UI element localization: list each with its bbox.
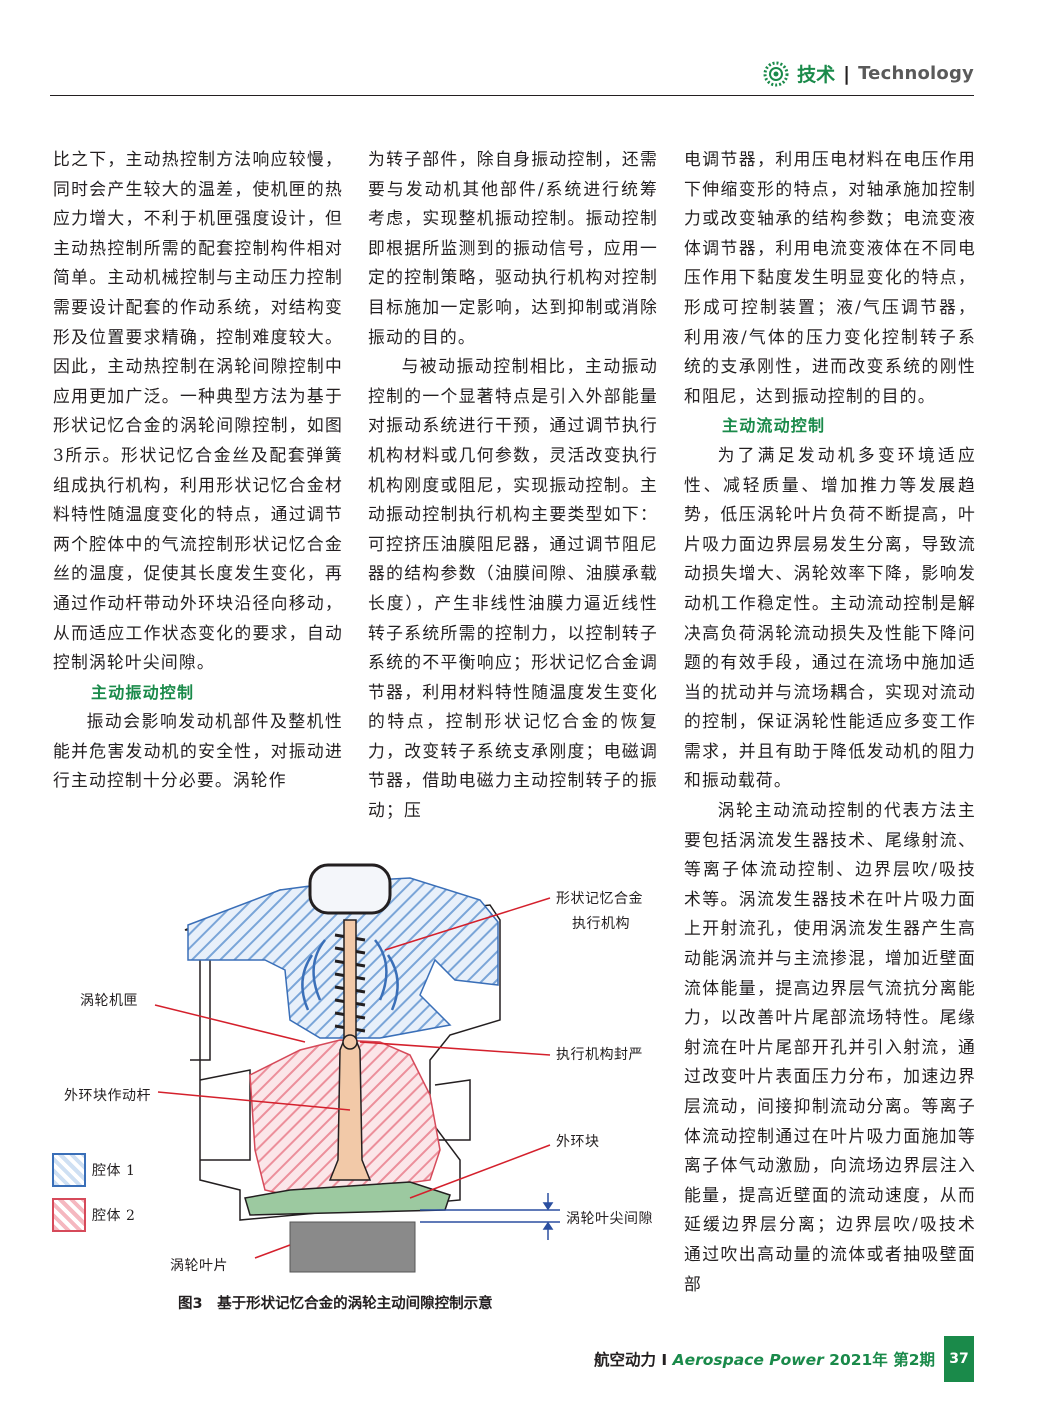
page-header: 技术 | Technology bbox=[0, 0, 1045, 100]
tip-clearance-marker bbox=[420, 1193, 560, 1240]
outer-ring-rod bbox=[328, 919, 372, 1181]
leader-lines bbox=[154, 897, 551, 1259]
header-rule bbox=[50, 95, 974, 96]
label-turbine-blade: 涡轮叶片 bbox=[170, 1258, 228, 1274]
page-footer: 航空动力 I Aerospace Power 2021年 第2期 bbox=[0, 1340, 1045, 1403]
page-number: 37 bbox=[944, 1336, 974, 1382]
footer-separator: I bbox=[661, 1351, 668, 1369]
label-tip-clearance: 涡轮叶尖间隙 bbox=[566, 1211, 653, 1227]
section-heading-vibration: 主动振动控制 bbox=[91, 682, 195, 702]
paragraph: 与被动振动控制相比，主动振动控制的一个显著特点是引入外部能量对振动系统进行干预，… bbox=[368, 356, 658, 821]
label-cavity-2: 腔体 2 bbox=[92, 1208, 136, 1224]
paragraph: 涡轮主动流动控制的代表方法主要包括涡流发生器技术、尾缘射流、等离子体流动控制、边… bbox=[684, 800, 976, 1294]
figure-caption: 图3 基于形状记忆合金的涡轮主动间隙控制示意 bbox=[178, 1296, 493, 1312]
legend-cavity-2-swatch bbox=[52, 1198, 86, 1232]
journal-name-cn: 航空动力 bbox=[593, 1351, 656, 1369]
sma-clearance-diagram bbox=[154, 863, 560, 1273]
flow-arrows bbox=[301, 939, 399, 1011]
label-sma-actuator-2: 执行机构 bbox=[572, 916, 630, 932]
sma-actuator-housing bbox=[308, 863, 392, 915]
paragraph: 为了满足发动机多变环境适应性、减轻质量、增加推力等发展趋势，低压涡轮叶片负荷不断… bbox=[684, 444, 976, 791]
paragraph: 电调节器，利用压电材料在电压作用下伸缩变形的特点，对轴承施加控制力或改变轴承的结… bbox=[684, 149, 976, 406]
legend-cavity-1-swatch bbox=[52, 1153, 86, 1187]
label-actuator-seal: 执行机构封严 bbox=[556, 1047, 643, 1063]
label-turbine-case: 涡轮机匣 bbox=[80, 993, 138, 1009]
journal-issue: 2021年 第2期 bbox=[829, 1351, 935, 1369]
turbine-blade bbox=[289, 1221, 416, 1273]
section-brand: 技术 | Technology bbox=[763, 60, 974, 87]
figure-3: 形状记忆合金 执行机构 涡轮机匣 执行机构封严 外环块作动杆 外环块 腔体 1 … bbox=[50, 860, 670, 1280]
section-heading-flow: 主动流动控制 bbox=[722, 416, 826, 436]
label-outer-ring-rod: 外环块作动杆 bbox=[64, 1088, 151, 1104]
sunburst-logo-icon bbox=[763, 61, 789, 86]
outer-ring-block bbox=[244, 1181, 451, 1216]
text-column-1: 比之下，主动热控制方法响应较慢，同时会产生较大的温差，使机匣的热应力增大，不利于… bbox=[53, 145, 343, 796]
label-cavity-1: 腔体 1 bbox=[92, 1163, 136, 1179]
paragraph: 振动会影响发动机部件及整机性能并危害发动机的安全性，对振动进行主动控制十分必要。… bbox=[53, 711, 343, 791]
actuator-seal bbox=[342, 1034, 358, 1050]
text-column-3: 电调节器，利用压电材料在电压作用下伸缩变形的特点，对轴承施加控制力或改变轴承的结… bbox=[684, 145, 976, 1299]
footer-journal: 航空动力 I Aerospace Power 2021年 第2期 bbox=[594, 1348, 935, 1370]
header-separator: | bbox=[843, 62, 851, 85]
label-outer-ring-block: 外环块 bbox=[556, 1134, 600, 1150]
label-sma-actuator-1: 形状记忆合金 bbox=[556, 891, 643, 907]
paragraph: 为转子部件，除自身振动控制，还需要与发动机其他部件/系统进行统筹考虑，实现整机振… bbox=[368, 149, 658, 347]
section-title-cn: 技术 bbox=[797, 64, 836, 86]
text-column-2: 为转子部件，除自身振动控制，还需要与发动机其他部件/系统进行统筹考虑，实现整机振… bbox=[368, 145, 658, 826]
paragraph: 比之下，主动热控制方法响应较慢，同时会产生较大的温差，使机匣的热应力增大，不利于… bbox=[53, 149, 343, 673]
journal-name-en: Aerospace Power bbox=[672, 1351, 824, 1369]
section-title-en: Technology bbox=[858, 63, 974, 84]
cavity-1-region bbox=[187, 877, 499, 1039]
